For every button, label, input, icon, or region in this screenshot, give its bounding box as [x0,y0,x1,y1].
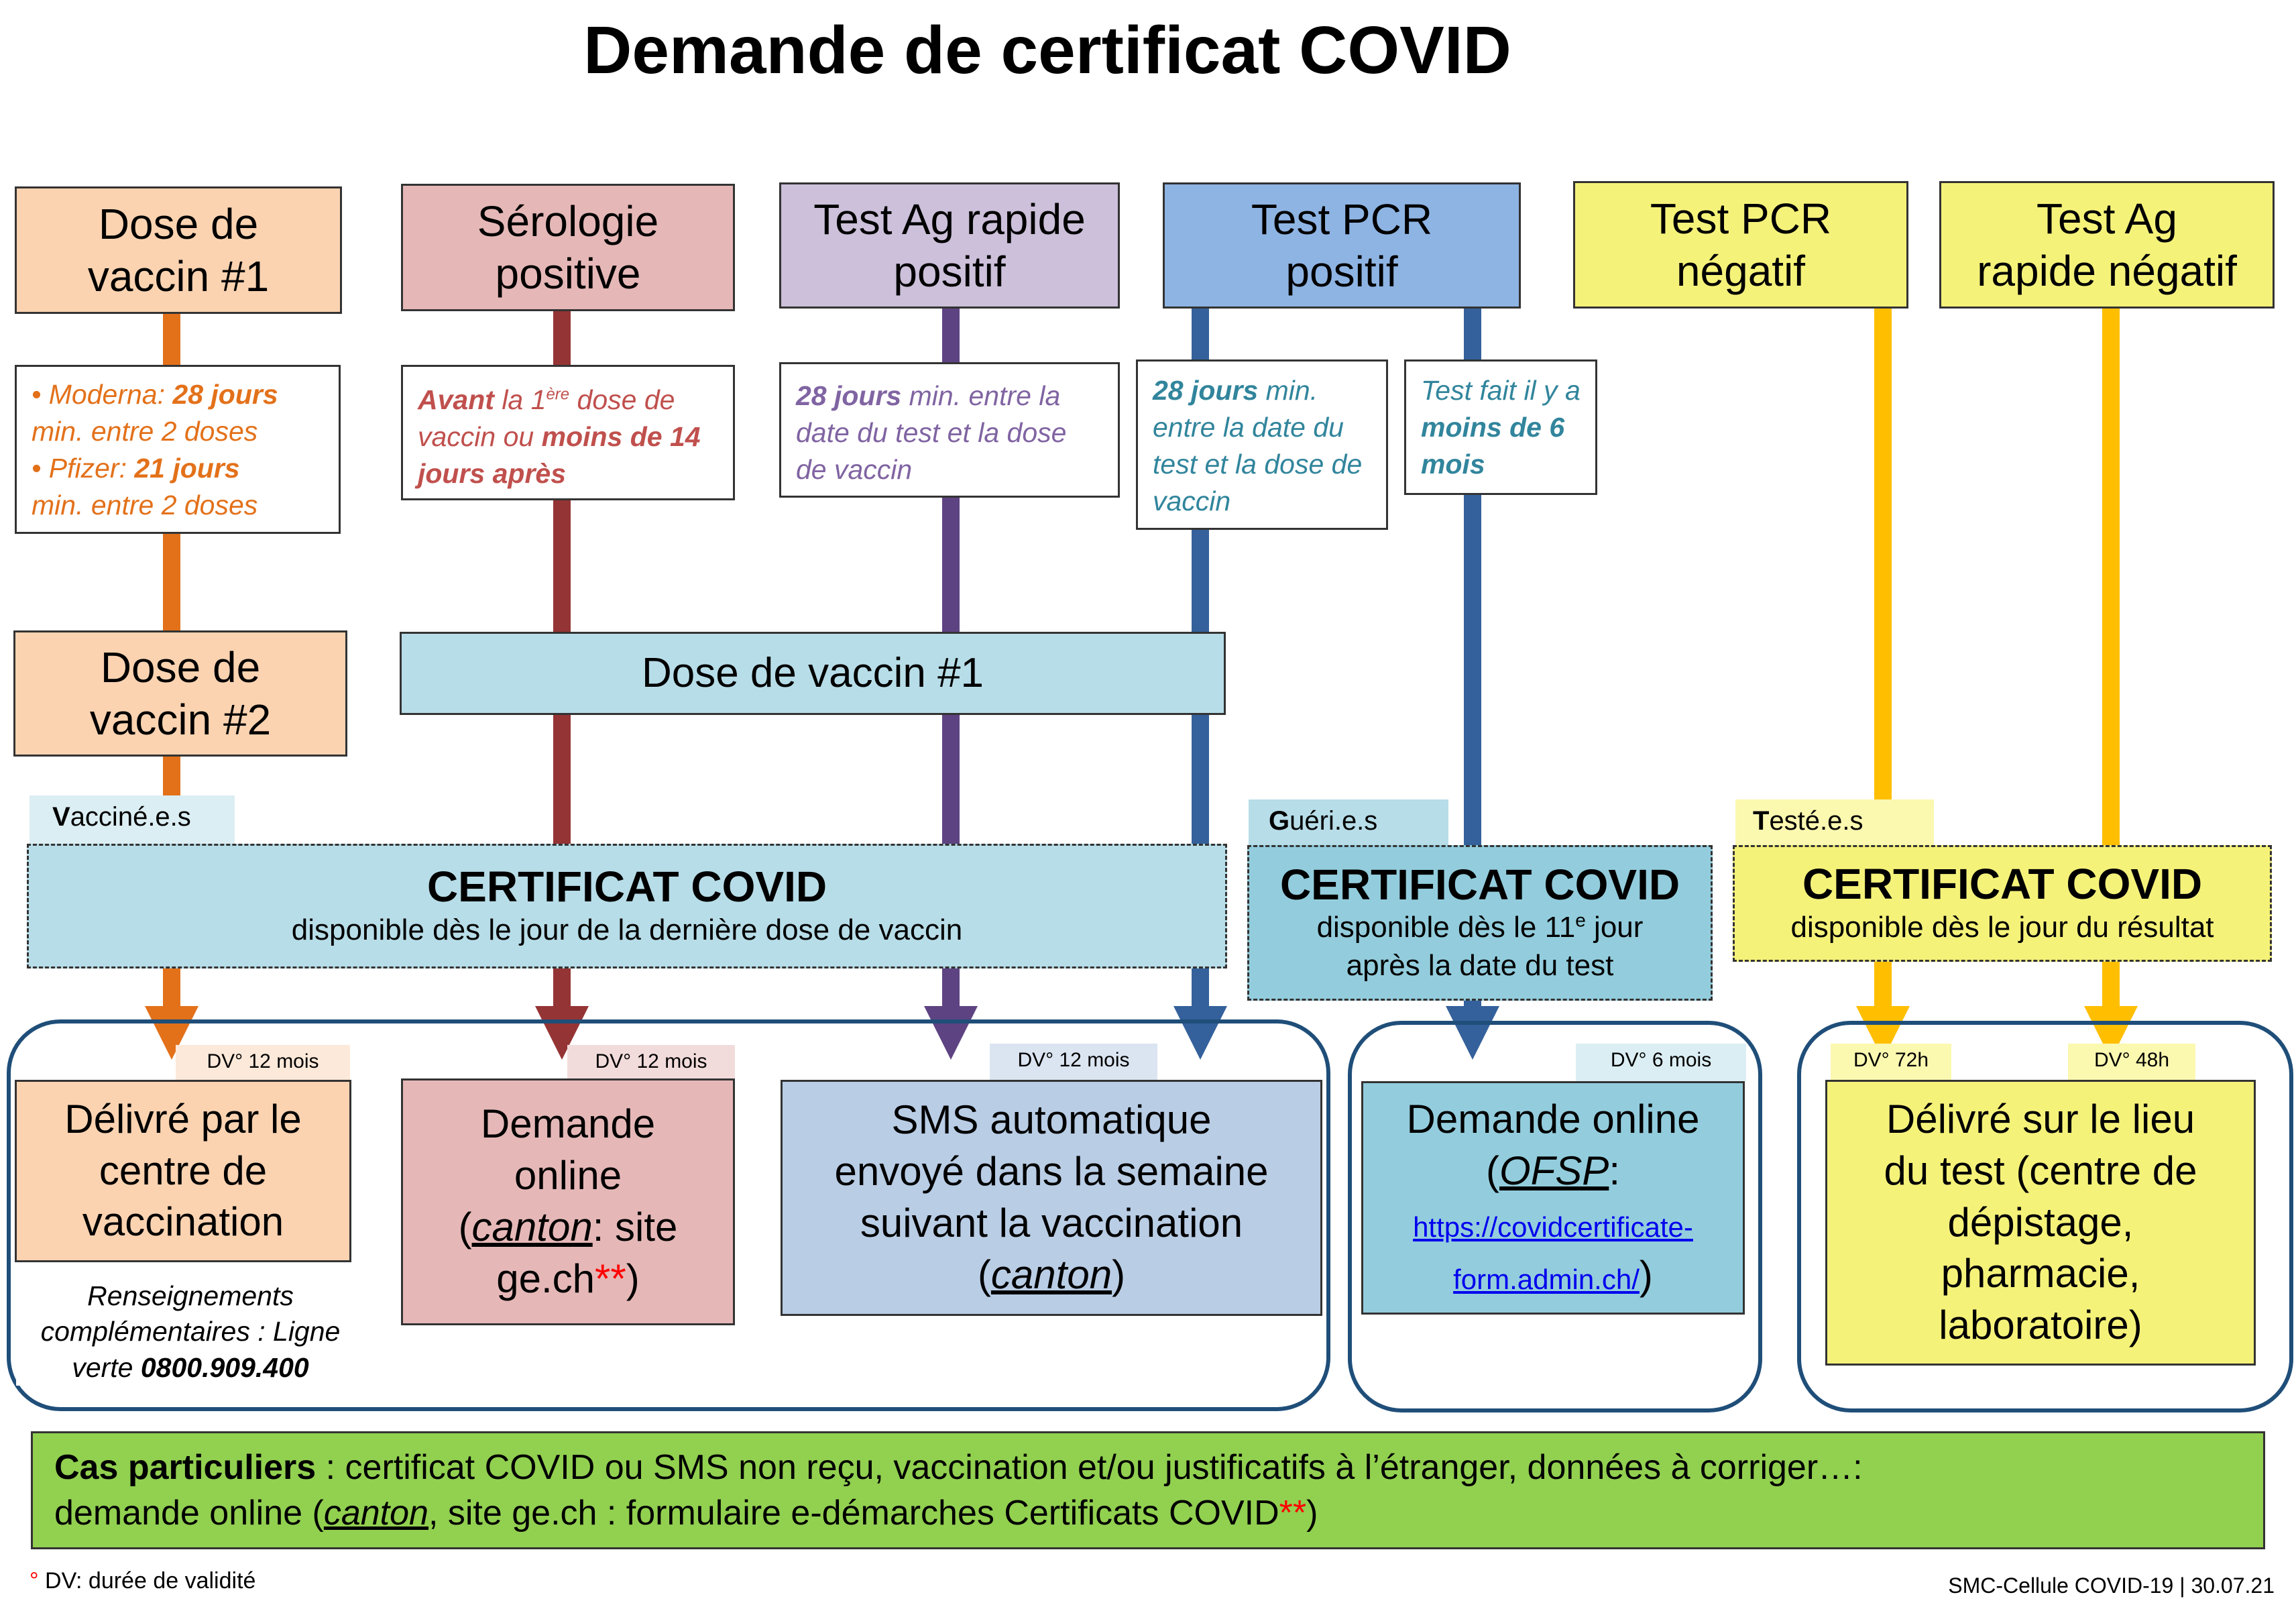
delivery-sms-automatique: SMS automatique envoyé dans la semaine s… [781,1080,1322,1316]
note-test-pcr-6mois: Test fait il y a moins de 6 mois [1404,359,1597,495]
source-test-ag-negatif: Test Ag rapide négatif [1939,181,2275,309]
page-title: Demande de certificat COVID [583,13,1511,88]
source-test-ag-positif: Test Ag rapide positif [779,182,1120,309]
dv-badge-ofsp: DV° 6 mois [1576,1044,1746,1081]
dose-vaccin-2: Dose de vaccin #2 [13,630,347,757]
note-test-pcr-vaccin: 28 jours min. entre la date du test et l… [1136,359,1388,530]
renseignements-complementaires: Renseignements complémentaires : Ligne v… [16,1278,365,1386]
group-gueris-frame [1348,1021,1762,1412]
dv-badge-centre: DV° 12 mois [176,1045,350,1083]
note-test-ag: 28 jours min. entre la date du test et l… [779,362,1120,498]
dv-badge-ag: DV° 48h [2068,1044,2195,1081]
cas-particuliers: Cas particuliers : certificat COVID ou S… [31,1431,2265,1549]
footnote-dv: ° DV: durée de validité [30,1568,256,1594]
certificat-gueris: CERTIFICAT COVID disponible dès le 11e j… [1247,845,1713,1001]
ofsp-link[interactable]: https://covidcertificate- [1413,1211,1693,1243]
note-intervalle-doses: • Moderna: 28 jours min. entre 2 doses •… [15,365,341,534]
arrow-ag-negatif-head [2084,1006,2138,1060]
delivery-lieu-du-test: Délivré sur le lieu du test (centre de d… [1825,1080,2256,1366]
group-vaccines-frame [7,1019,1330,1411]
ofsp-link-continued[interactable]: form.admin.ch/ [1453,1263,1640,1295]
tag-vaccines: Vacciné.e.s [30,795,235,844]
delivery-centre-vaccination: Délivré par le centre de vaccination [15,1080,351,1262]
source-serologie-positive: Sérologie positive [401,184,735,311]
dv-badge-canton: DV° 12 mois [567,1045,735,1083]
footer-credit: SMC-Cellule COVID-19 | 30.07.21 [1948,1573,2275,1598]
source-test-pcr-positif: Test PCR positif [1163,182,1521,309]
source-test-pcr-negatif: Test PCR négatif [1573,181,1908,309]
dv-badge-sms: DV° 12 mois [990,1044,1157,1081]
dv-badge-pcr: DV° 72h [1831,1044,1951,1081]
certificat-testes: CERTIFICAT COVID disponible dès le jour … [1733,845,2272,962]
tag-gueris: Guéri.e.s [1249,799,1448,845]
arrow-pcr-gueri-head [1446,1006,1499,1060]
dose-vaccin-1-wide: Dose de vaccin #1 [400,632,1226,715]
tag-testes: Testé.e.s [1735,799,1934,845]
note-serologie: Avant la 1ère dose de vaccin ou moins de… [401,365,735,500]
delivery-demande-online-canton: Demande online (canton: site ge.ch**) [401,1078,735,1325]
arrow-pcr-negatif-head [1856,1006,1910,1060]
delivery-demande-online-ofsp: Demande online (OFSP: https://covidcerti… [1361,1081,1745,1315]
group-testes-frame [1797,1021,2293,1412]
source-dose-vaccin-1: Dose de vaccin #1 [15,186,342,314]
certificat-vaccines: CERTIFICAT COVID disponible dès le jour … [27,844,1227,968]
